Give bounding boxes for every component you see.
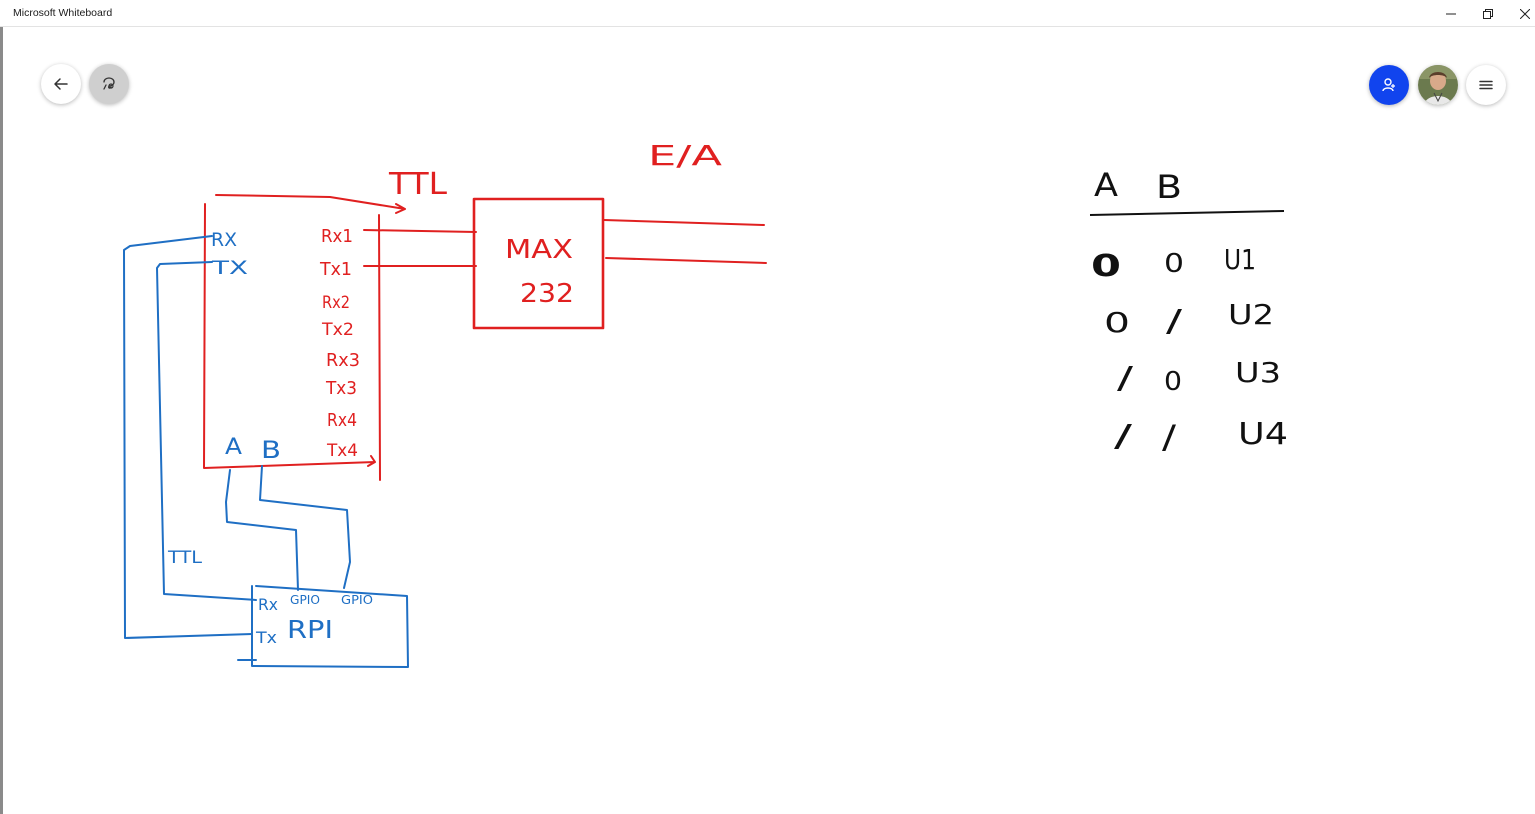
header-b: B [1156,168,1182,206]
tx-label: TX [211,257,248,279]
row4-a: / [1114,419,1134,454]
minimize-icon [1446,13,1456,14]
red-ink-labels: TTL E/A MAX 232 Rx1 Tx1 Rx2 Tx2 Rx3 Tx3 … [319,139,722,461]
row1-a: 0 [1091,249,1121,284]
row4-out: U4 [1238,417,1288,452]
rpi-rx-label: Rx [258,595,278,614]
restore-icon [1483,8,1493,19]
b-select-wire [259,465,351,589]
invite-person-icon [1382,78,1395,92]
a-label: A [225,435,242,460]
max232-box [472,197,605,330]
tx3-label: Tx3 [325,378,357,399]
lasso-select-button[interactable] [89,64,129,104]
232-label: 232 [520,279,574,309]
window-left-edge [0,27,3,814]
gpio2-label: GPIO [341,593,373,607]
row3-out: U3 [1235,356,1281,389]
row1-out: U1 [1224,243,1256,276]
rpi-tx-label: Tx [255,628,277,647]
user-avatar-icon [1418,65,1458,105]
eia-label: E/A [648,139,722,172]
tx2-label: Tx2 [321,320,354,340]
close-icon [1520,8,1530,19]
uart-chip-box [203,203,381,481]
row2-a: 0 [1104,306,1130,339]
red-ink-drawing [203,194,767,481]
menu-button[interactable] [1466,65,1506,105]
lasso-select-icon [103,77,115,90]
rx2-label: Rx2 [322,293,350,313]
row2-out: U2 [1228,298,1274,331]
truth-table: A B 0 0 U1 0 / U2 / 0 U3 / / U4 [1089,166,1288,456]
gpio1-label: GPIO [290,593,320,607]
row3-b: 0 [1164,367,1182,397]
max-label: MAX [505,235,573,265]
menu-icon [1479,80,1493,90]
window-title: Microsoft Whiteboard [13,7,113,19]
ttl-arrow-line [215,194,406,214]
back-arrow-icon [54,78,68,90]
back-button[interactable] [41,64,81,104]
rx4-label: Rx4 [327,410,357,431]
rpi-box [237,585,409,668]
rx1-line [363,229,477,233]
ttl-blue-label: TTL [167,548,203,568]
minimize-button[interactable] [1433,0,1469,27]
tx-wire [156,261,257,601]
eia-line-1 [603,219,765,226]
ttl-label: TTL [388,167,447,202]
restore-button[interactable] [1470,0,1506,27]
row1-b: 0 [1164,249,1184,279]
row2-b: / [1166,304,1183,339]
tx1-label: Tx1 [319,259,352,280]
rx-wire [123,235,253,639]
row4-b: / [1162,418,1176,456]
a-select-wire [225,469,299,591]
close-button[interactable] [1507,0,1535,27]
header-a: A [1094,166,1118,204]
invite-button[interactable] [1369,65,1409,105]
tx4-label: Tx4 [326,441,358,461]
rpi-label: RPI [287,615,333,644]
eia-line-2 [605,257,767,264]
blue-ink-drawing [123,235,409,668]
blue-ink-labels: RX TX A B TTL Rx Tx GPIO GPIO RPI [167,229,373,647]
rx-label: RX [211,229,237,251]
avatar[interactable] [1418,65,1458,105]
rx3-label: Rx3 [326,350,360,371]
table-underline [1089,210,1285,216]
rx1-label: Rx1 [321,226,353,247]
b-label: B [261,436,281,464]
row3-a: / [1117,361,1134,396]
title-bar: Microsoft Whiteboard [0,0,1535,27]
